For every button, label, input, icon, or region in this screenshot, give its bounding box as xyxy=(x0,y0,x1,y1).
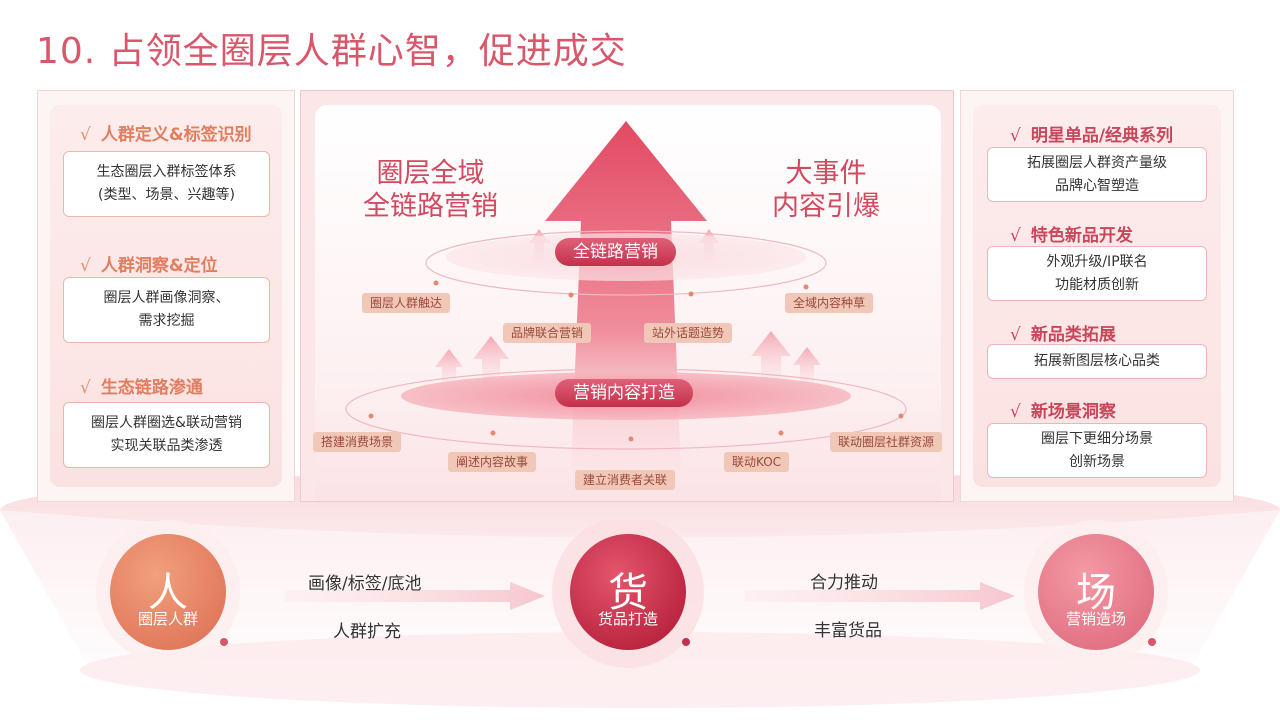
orbit-dot xyxy=(433,280,439,286)
center-right-heading-line-1: 大事件 xyxy=(785,158,867,189)
right-section-4-line-1: 圈层下更细分场景 xyxy=(1041,430,1153,447)
small-arrow-lower-right-2 xyxy=(793,347,821,391)
right-section-3-line-1: 拓展新图层核心品类 xyxy=(1034,353,1160,369)
left-section-2-title-text: 人群洞察&定位 xyxy=(100,256,218,276)
center-left-heading-line-2: 全链路营销 xyxy=(363,191,498,222)
right-section-1-title-text: 明星单品/经典系列 xyxy=(1030,126,1174,146)
node-dot xyxy=(220,638,228,646)
left-section-1-title-text: 人群定义&标签识别 xyxy=(100,125,252,145)
node-goods-char: 货 xyxy=(608,570,648,616)
center-left-heading: 圈层全域 全链路营销 xyxy=(363,157,498,223)
node-venue-char: 场 xyxy=(1076,570,1116,616)
tag-consumption-scene: 搭建消费场景 xyxy=(313,432,402,452)
left-section-1-title: √ 人群定义&标签识别 xyxy=(80,120,252,145)
tag-koc: 联动KOC xyxy=(724,452,790,472)
flow-arrow-2 xyxy=(745,582,1015,610)
left-section-1-line-1: 生态圈层入群标签体系 xyxy=(96,164,237,180)
left-section-3-line-2: 实现关联品类渗透 xyxy=(110,438,223,454)
node-goods-circle xyxy=(570,534,686,650)
node-venue-label: 营销造场 xyxy=(1065,610,1126,628)
center-right-heading-line-2: 内容引爆 xyxy=(772,191,880,222)
right-section-3-title: √ 新品类拓展 xyxy=(1010,320,1116,345)
check-icon: √ xyxy=(80,378,91,398)
orbit-dot xyxy=(628,436,634,442)
left-section-2-line-1: 圈层人群画像洞察、 xyxy=(103,290,230,306)
flow-1-bottom-text: 人群扩充 xyxy=(333,622,401,642)
right-section-4-title-text: 新场景洞察 xyxy=(1030,402,1116,422)
upper-orbit xyxy=(425,230,827,296)
orbit-dot xyxy=(368,413,374,419)
tag-consumer-link: 建立消费者关联 xyxy=(575,470,676,490)
right-section-4-line-2: 创新场景 xyxy=(1069,453,1125,470)
flow-1-top-text: 画像/标签/底池 xyxy=(308,574,422,594)
node-people-circle xyxy=(110,534,226,650)
center-right-heading: 大事件 内容引爆 xyxy=(772,157,880,223)
tag-brand-collab: 品牌联合营销 xyxy=(503,323,592,343)
left-section-1-line-2: (类型、场景、兴趣等) xyxy=(98,187,235,203)
orbit-dot xyxy=(688,291,694,297)
node-venue-circle xyxy=(1038,534,1154,650)
center-left-heading-line-1: 圈层全域 xyxy=(376,158,485,189)
orbit-dot xyxy=(568,292,574,298)
right-section-2-title-text: 特色新品开发 xyxy=(1030,226,1133,246)
right-section-1-title: √ 明星单品/经典系列 xyxy=(1010,121,1173,146)
right-section-2-line-1: 外观升级/IP联名 xyxy=(1046,253,1148,270)
page-title: 10. 占领全圈层人群心智，促进成交 xyxy=(36,31,627,72)
node-dot xyxy=(682,638,690,646)
tag-community-resources: 联动圈层社群资源 xyxy=(830,432,943,452)
right-section-4-box: 圈层下更细分场景 创新场景 xyxy=(987,423,1207,478)
right-section-1-box: 拓展圈层人群资产量级 品牌心智塑造 xyxy=(987,147,1207,202)
node-people-char: 人 xyxy=(148,570,188,616)
node-dot xyxy=(1148,638,1156,646)
orbit-dot xyxy=(898,413,904,419)
lower-orbit xyxy=(345,368,907,450)
check-icon: √ xyxy=(1010,226,1021,246)
right-section-3-box: 拓展新图层核心品类 xyxy=(987,344,1207,379)
check-icon: √ xyxy=(80,256,91,276)
lower-pill: 营销内容打造 xyxy=(555,379,693,407)
node-goods-label: 货品打造 xyxy=(597,610,658,628)
left-section-2-line-2: 需求挖掘 xyxy=(138,313,195,329)
orbit-dot xyxy=(803,284,809,290)
left-section-2-box: 圈层人群画像洞察、 需求挖掘 xyxy=(63,277,270,343)
right-section-4-title: √ 新场景洞察 xyxy=(1010,397,1116,422)
right-section-3-title-text: 新品类拓展 xyxy=(1030,325,1116,345)
tag-content-story: 阐述内容故事 xyxy=(448,452,537,472)
flow-2-top-text: 合力推动 xyxy=(810,573,878,593)
right-section-1-line-2: 品牌心智塑造 xyxy=(1055,177,1139,194)
left-section-3-line-1: 圈层人群圈选&联动营销 xyxy=(91,415,242,431)
node-people-label: 圈层人群 xyxy=(137,610,198,628)
left-section-1-box: 生态圈层入群标签体系 (类型、场景、兴趣等) xyxy=(63,151,270,217)
upper-pill: 全链路营销 xyxy=(555,238,676,266)
tag-content-seeding: 全域内容种草 xyxy=(785,293,874,313)
check-icon: √ xyxy=(1010,325,1021,345)
check-icon: √ xyxy=(1010,402,1021,422)
flow-arrow-1 xyxy=(285,582,545,610)
bottom-flow-arrows xyxy=(285,582,1015,610)
check-icon: √ xyxy=(80,125,91,145)
bottom-nodes xyxy=(96,520,1168,668)
tag-offsite-topics: 站外话题造势 xyxy=(644,323,733,343)
tag-audience-reach: 圈层人群触达 xyxy=(362,293,451,313)
check-icon: √ xyxy=(1010,126,1021,146)
orbit-dot xyxy=(778,430,784,436)
right-section-2-title: √ 特色新品开发 xyxy=(1010,221,1133,246)
left-section-3-title: √ 生态链路渗通 xyxy=(80,373,203,398)
right-section-1-line-1: 拓展圈层人群资产量级 xyxy=(1027,154,1167,171)
orbit-dot xyxy=(490,430,496,436)
flow-2-bottom-text: 丰富货品 xyxy=(814,621,882,641)
right-section-2-box: 外观升级/IP联名 功能材质创新 xyxy=(987,246,1207,301)
left-section-3-title-text: 生态链路渗通 xyxy=(100,378,203,398)
right-section-2-line-2: 功能材质创新 xyxy=(1055,276,1139,293)
left-section-3-box: 圈层人群圈选&联动营销 实现关联品类渗透 xyxy=(63,402,270,468)
left-section-2-title: √ 人群洞察&定位 xyxy=(80,251,218,276)
